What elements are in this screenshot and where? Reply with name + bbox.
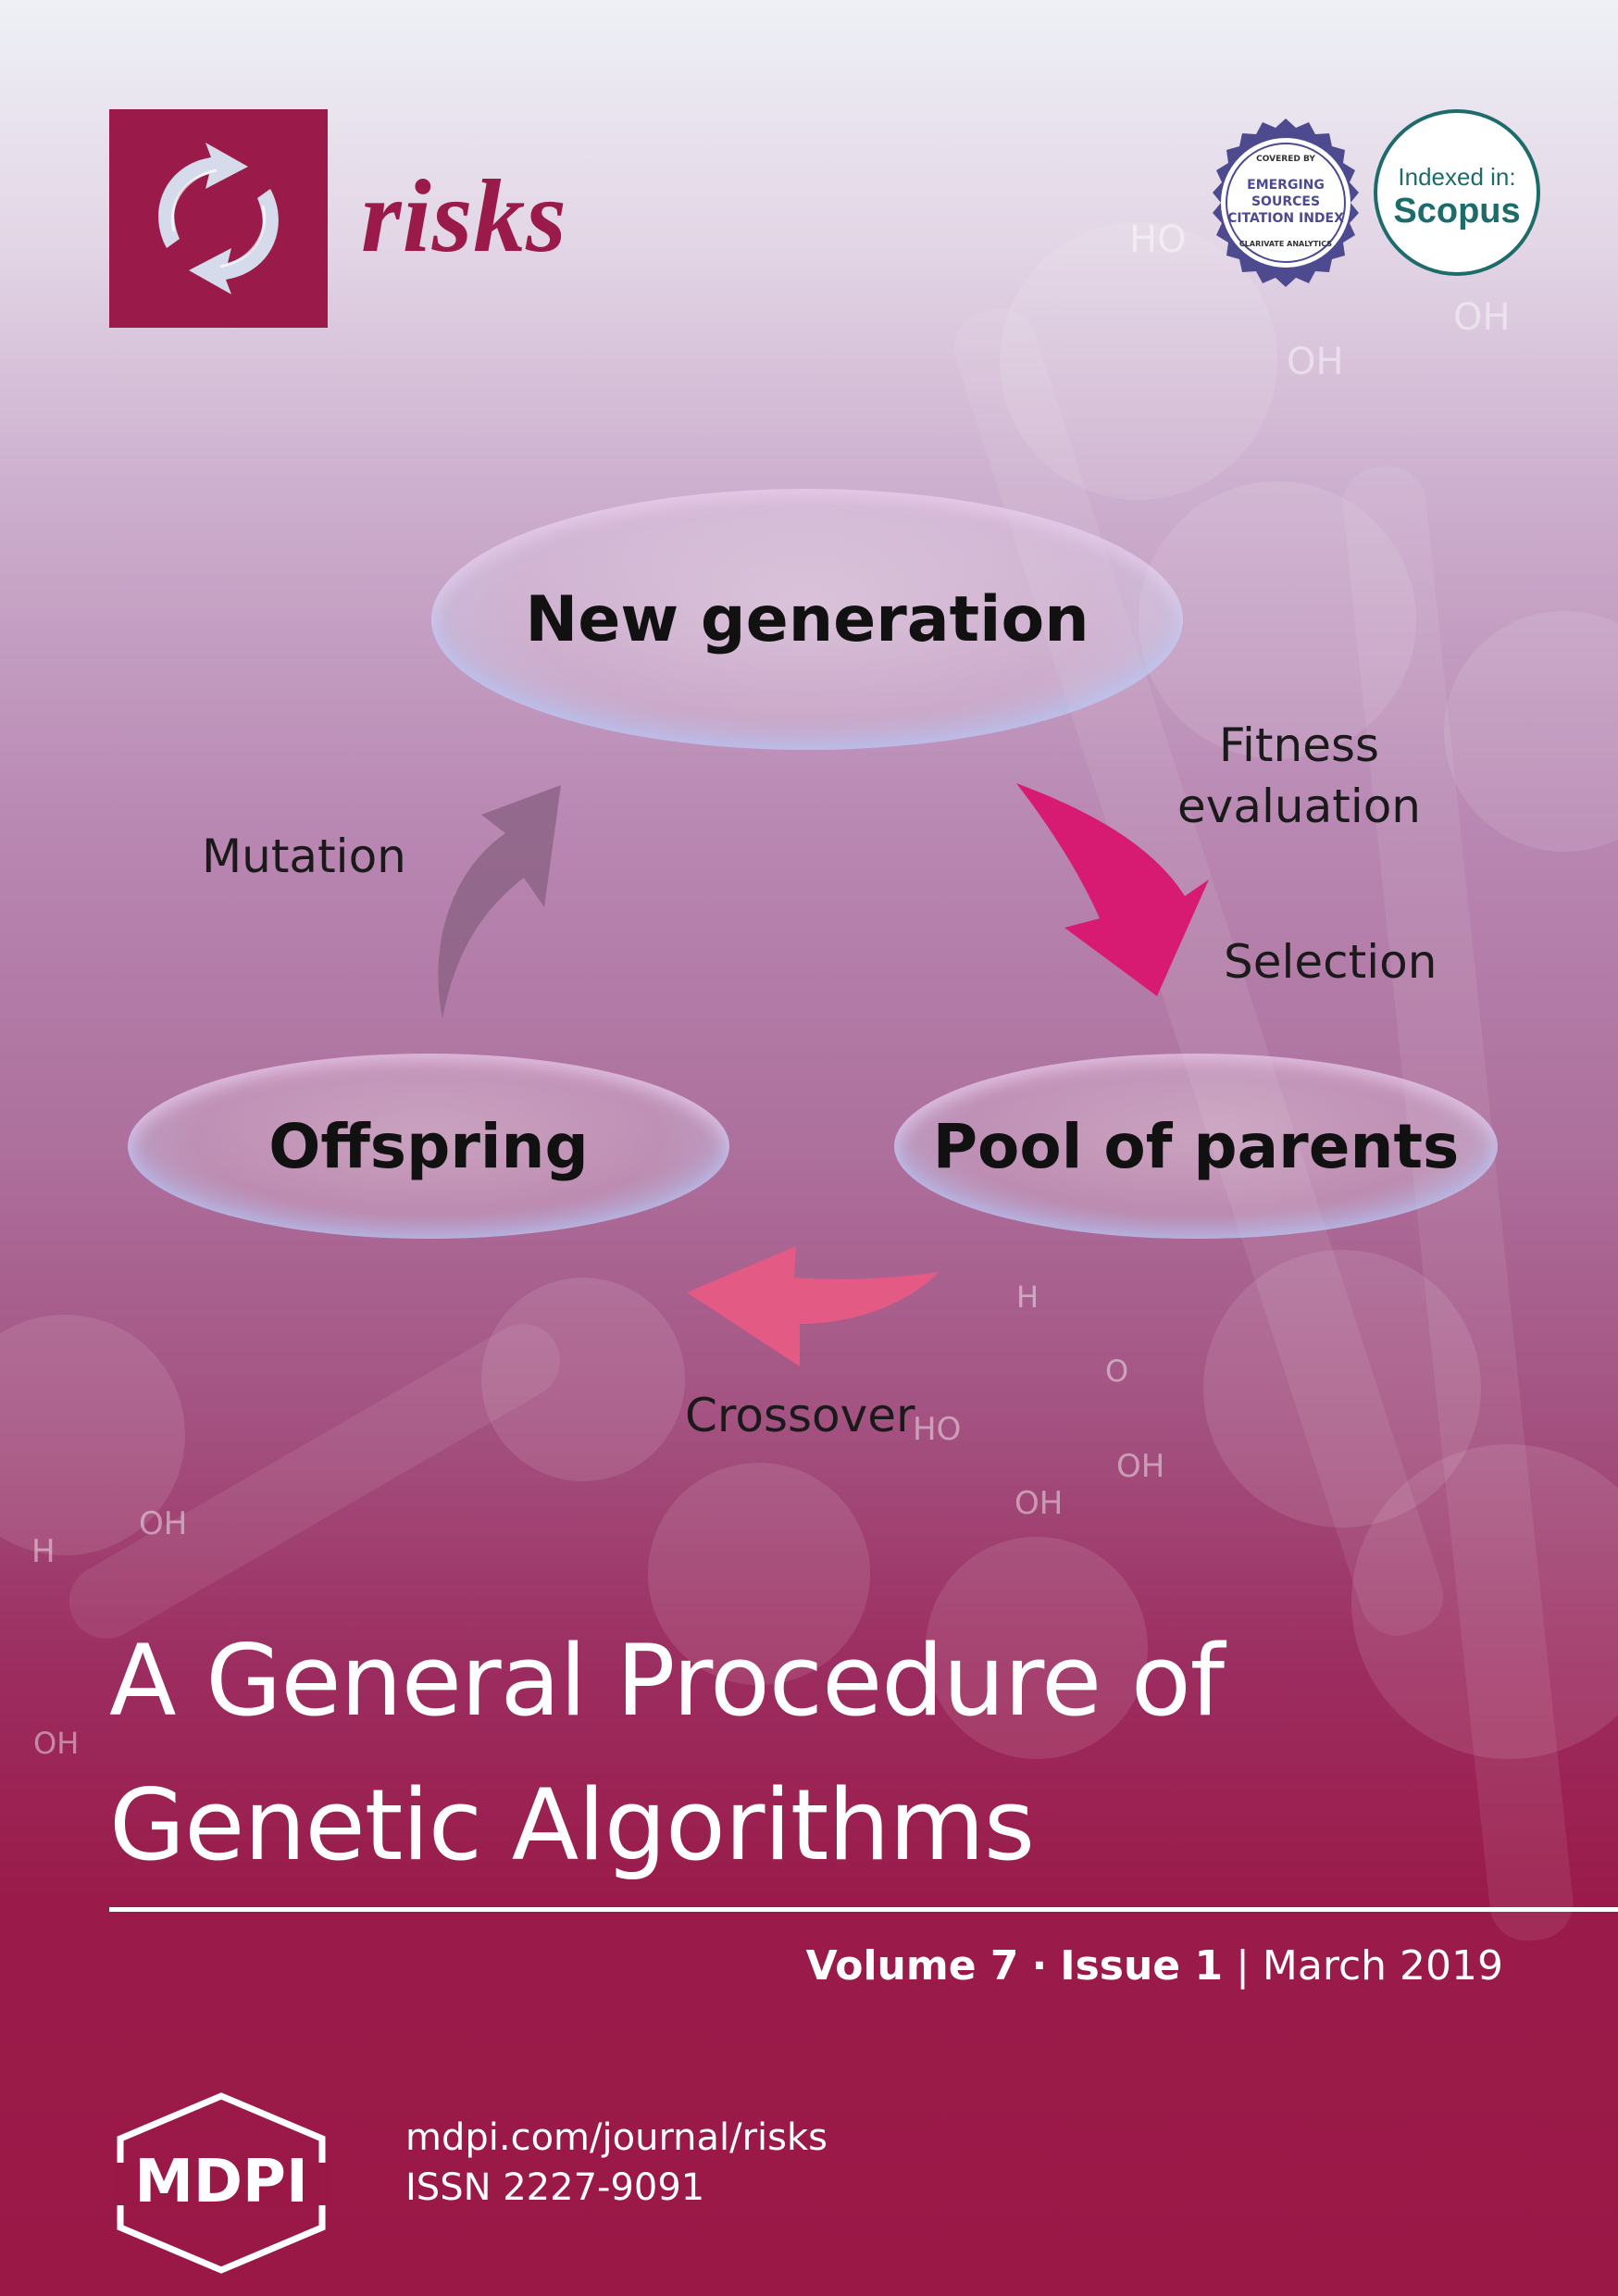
node-new-generation: New generation: [431, 489, 1183, 750]
background-sphere: [1203, 1250, 1481, 1528]
scopus-badge: Indexed in: Scopus: [1374, 109, 1540, 276]
background-sphere: [0, 1315, 185, 1555]
chemistry-label: OH: [1453, 296, 1511, 339]
date-divider: |: [1236, 1942, 1250, 1990]
chemistry-label: H: [1016, 1279, 1039, 1315]
journal-issn: ISSN 2227-9091: [405, 2166, 705, 2209]
scopus-name: Scopus: [1393, 192, 1521, 231]
seal-inner-disc: [1221, 138, 1350, 268]
fitness-evaluation-label: Fitness evaluation: [1177, 715, 1421, 837]
mutation-label: Mutation: [202, 830, 406, 883]
mdpi-logo-hexagon-outline: [117, 2092, 326, 2274]
chemistry-label: OH: [33, 1726, 80, 1761]
background-sphere: [1139, 481, 1416, 759]
node-new-generation-label: New generation: [525, 582, 1089, 656]
chemistry-label: HO: [1129, 218, 1187, 261]
chemistry-label: OH: [139, 1505, 188, 1542]
fitness-line-2: evaluation: [1177, 780, 1421, 833]
journal-logo: [109, 109, 328, 328]
background-sphere: [481, 1278, 685, 1481]
node-pool-of-parents: Pool of parents: [894, 1054, 1498, 1239]
background-sphere: [1000, 222, 1277, 500]
chemistry-label: O: [1105, 1354, 1129, 1389]
background-sphere: [648, 1463, 870, 1685]
chemistry-label: OH: [1014, 1485, 1064, 1522]
seal-line-1: EMERGING: [1247, 178, 1325, 193]
seal-inner-ring: [1226, 143, 1346, 263]
seal-line-3: CITATION INDEX: [1227, 211, 1344, 226]
node-pool-of-parents-label: Pool of parents: [932, 1110, 1460, 1182]
background-sphere: [926, 1537, 1148, 1759]
issue-info: Volume 7 · Issue 1 | March 2019: [806, 1942, 1503, 1990]
journal-url: mdpi.com/journal/risks: [405, 2116, 828, 2159]
node-offspring: Offspring: [128, 1054, 729, 1239]
selection-label: Selection: [1224, 935, 1438, 989]
chemistry-label: HO: [913, 1411, 962, 1448]
chemistry-label: OH: [1116, 1448, 1165, 1485]
fitness-line-1: Fitness: [1218, 718, 1380, 772]
scopus-indexed-label: Indexed in:: [1398, 163, 1516, 191]
title-divider: [109, 1907, 1618, 1912]
background-sphere: [1351, 1444, 1618, 1759]
issue-text: Issue 1: [1060, 1942, 1224, 1990]
seal-covered-by-text: COVERED BY: [1256, 155, 1315, 164]
crossover-label: Crossover: [685, 1389, 915, 1442]
volume-text: Volume 7: [805, 1942, 1019, 1990]
issue-separator: ·: [1031, 1942, 1048, 1990]
selection-arrow-icon: [1016, 783, 1209, 996]
journal-name: risks: [361, 159, 567, 274]
esci-seal-badge: COVERED BY EMERGING SOURCES CITATION IND…: [1213, 119, 1359, 287]
mdpi-logo-hexagon-gap: [113, 2163, 330, 2205]
seal-clarivate-text: CLARIVATE ANALYTICS: [1239, 240, 1332, 248]
seal-line-2: SOURCES: [1251, 194, 1320, 209]
mdpi-logo: MDPI: [113, 2092, 330, 2274]
crossover-arrow-icon: [687, 1246, 939, 1366]
cover-title-line-1: A General Procedure of: [109, 1624, 1225, 1738]
publisher-name: MDPI: [134, 2148, 308, 2216]
cover-title-line-2: Genetic Algorithms: [109, 1768, 1035, 1882]
node-offspring-label: Offspring: [268, 1110, 589, 1182]
issue-date: March 2019: [1262, 1942, 1503, 1990]
cover-title: A General Procedure of Genetic Algorithm…: [109, 1609, 1525, 1898]
mutation-arrow-icon: [438, 785, 561, 1018]
chemistry-label: H: [31, 1533, 56, 1570]
chemistry-label: OH: [1287, 341, 1344, 383]
cycle-arrows-icon: [158, 143, 279, 294]
